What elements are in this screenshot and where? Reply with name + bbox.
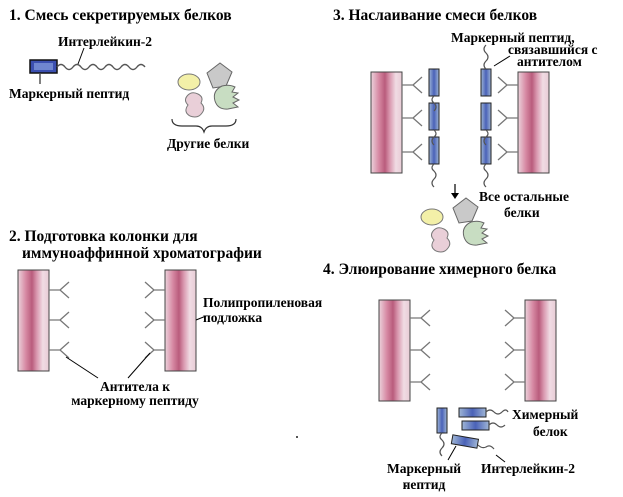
section4-title: 4. Элюирование химерного белка	[323, 261, 557, 278]
bound-markers-left	[428, 68, 440, 165]
protein-yellow-oval	[177, 73, 201, 91]
label-rest-proteins-line2: белки	[504, 205, 540, 220]
label-bound-marker-line2: связавшийся с	[508, 42, 598, 57]
protein-green-shape	[213, 84, 241, 110]
label-interleukin-top: Интерлейкин-2	[58, 34, 152, 49]
label-antibodies-line1: Антитела к	[99, 379, 171, 394]
section2-title-line1: 2. Подготовка колонки для	[9, 228, 198, 245]
label-marker-bottom-line2: пептид	[402, 477, 446, 492]
label-antibodies-line2: маркерному пептиду	[71, 393, 199, 408]
label-marker-peptide-top: Маркерный пептид	[9, 86, 130, 101]
label-rest-proteins-line1: Все остальные	[479, 189, 569, 204]
section3-title: 3. Наслаивание смеси белков	[333, 7, 538, 24]
section1-graphics	[29, 47, 241, 134]
column-left-s2	[17, 269, 50, 372]
column-right-s4	[524, 299, 557, 402]
label-bound-marker-line1: Маркерный пептид,	[451, 30, 575, 45]
antibodies-left-s2	[49, 281, 70, 359]
column-left-s4	[378, 299, 411, 402]
antibodies-right-s2	[144, 281, 165, 359]
column-right-s2	[164, 269, 197, 372]
label-other-proteins: Другие белки	[167, 136, 250, 151]
label-chimeric-line2: белок	[533, 424, 568, 439]
label-bound-marker-line3: антителом	[517, 54, 582, 69]
section4-graphics	[296, 299, 557, 487]
protein-gray-shape	[206, 62, 233, 89]
label-polypropylene-line1: Полипропиленовая	[203, 295, 323, 310]
other-proteins-brace	[171, 118, 237, 134]
section1-title: 1. Смесь секретируемых белков	[9, 7, 232, 24]
eluted-chimeric-proteins	[436, 407, 509, 457]
label-interleukin-bottom: Интерлейкин-2	[481, 461, 575, 476]
section2-graphics	[17, 269, 207, 379]
protein-pink-shape	[185, 92, 205, 118]
bound-markers-right	[480, 68, 492, 165]
label-chimeric-line1: Химерный	[512, 407, 579, 422]
column-right-s3	[517, 71, 550, 174]
section3-graphics	[370, 44, 550, 253]
label-polypropylene-line2: подложка	[203, 310, 263, 325]
label-marker-bottom-line1: Маркерный	[386, 461, 462, 476]
column-left-s3	[370, 71, 403, 174]
section2-title-line2: иммуноаффинной хроматографии	[22, 245, 262, 262]
interleukin-chain	[56, 63, 146, 71]
